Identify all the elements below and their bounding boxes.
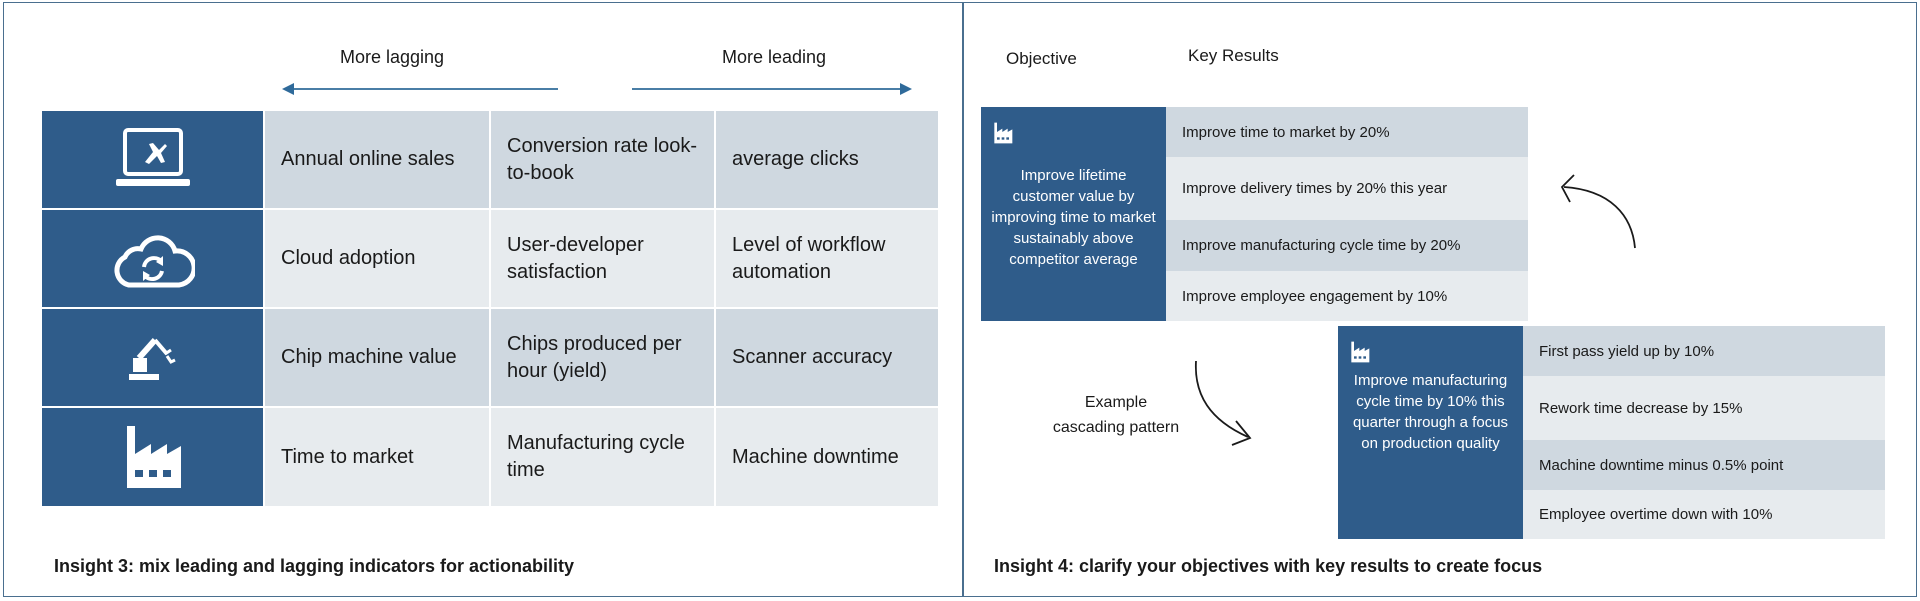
indicator-cell: Scanner accuracy: [716, 309, 938, 406]
key-results-header: Key Results: [1188, 46, 1279, 65]
indicator-cell: Time to market: [265, 408, 489, 506]
left-arrow-icon: [282, 83, 558, 95]
indicator-cell: Manufacturing cycle time: [491, 408, 714, 506]
more-leading-label: More leading: [722, 47, 827, 67]
indicator-cell: User-developer satisfaction: [491, 210, 714, 307]
cloud-sync-icon: [42, 210, 263, 307]
indicator-cell: Conversion rate look-to-book: [491, 111, 714, 208]
insight-3-caption: Insight 3: mix leading and lagging indic…: [54, 556, 575, 576]
indicator-cell: average clicks: [716, 111, 938, 208]
okr-card-1: Improve lifetime customer value by impro…: [981, 107, 1528, 321]
okr-card-2: Improve manufacturing cycle time by 10% …: [1338, 326, 1885, 539]
slide-frame: [3, 2, 1917, 597]
more-lagging-label: More lagging: [340, 47, 445, 67]
factory-icon: [1351, 341, 1370, 363]
indicator-cell: Chips produced per hour (yield): [491, 309, 714, 406]
curved-down-arrow-icon: [1195, 360, 1252, 446]
cascade-label-line-2: cascading pattern: [1052, 419, 1180, 436]
key-result: Improve time to market by 20%: [1166, 107, 1528, 157]
objective-text: Improve manufacturing cycle time by 10% …: [1352, 372, 1509, 452]
factory-icon: [994, 122, 1013, 144]
panel-divider: [962, 2, 964, 597]
indicator-cell: Machine downtime: [716, 408, 938, 506]
curved-up-arrow-icon: [1560, 174, 1636, 249]
key-result: Improve employee engagement by 10%: [1166, 271, 1528, 321]
key-result: Machine downtime minus 0.5% point: [1523, 440, 1885, 490]
indicator-cell: Annual online sales: [265, 111, 489, 208]
key-result: Improve manufacturing cycle time by 20%: [1166, 220, 1528, 271]
objective-header: Objective: [1006, 49, 1077, 68]
factory-icon: [42, 408, 263, 506]
objective-text: Improve lifetime customer value by impro…: [991, 167, 1156, 268]
key-result: Rework time decrease by 15%: [1523, 376, 1885, 440]
indicator-table: Annual online sales Conversion rate look…: [42, 111, 938, 506]
objective-box: Improve manufacturing cycle time by 10% …: [1338, 326, 1523, 539]
robot-arm-icon: [42, 309, 263, 406]
key-result: Improve delivery times by 20% this year: [1166, 157, 1528, 220]
key-result: Employee overtime down with 10%: [1523, 490, 1885, 539]
cascade-label-line-1: Example: [1084, 394, 1148, 411]
lagging-leading-arrows: [282, 83, 912, 95]
indicator-cell: Cloud adoption: [265, 210, 489, 307]
indicator-cell: Level of workflow automation: [716, 210, 938, 307]
laptop-airplane-icon: [42, 111, 263, 208]
objective-box: Improve lifetime customer value by impro…: [981, 107, 1166, 321]
cascade-label: Example cascading pattern: [1036, 390, 1196, 440]
right-arrow-icon: [632, 83, 912, 95]
indicator-cell: Chip machine value: [265, 309, 489, 406]
insight-4-caption: Insight 4: clarify your objectives with …: [994, 556, 1543, 576]
key-result: First pass yield up by 10%: [1523, 326, 1885, 376]
